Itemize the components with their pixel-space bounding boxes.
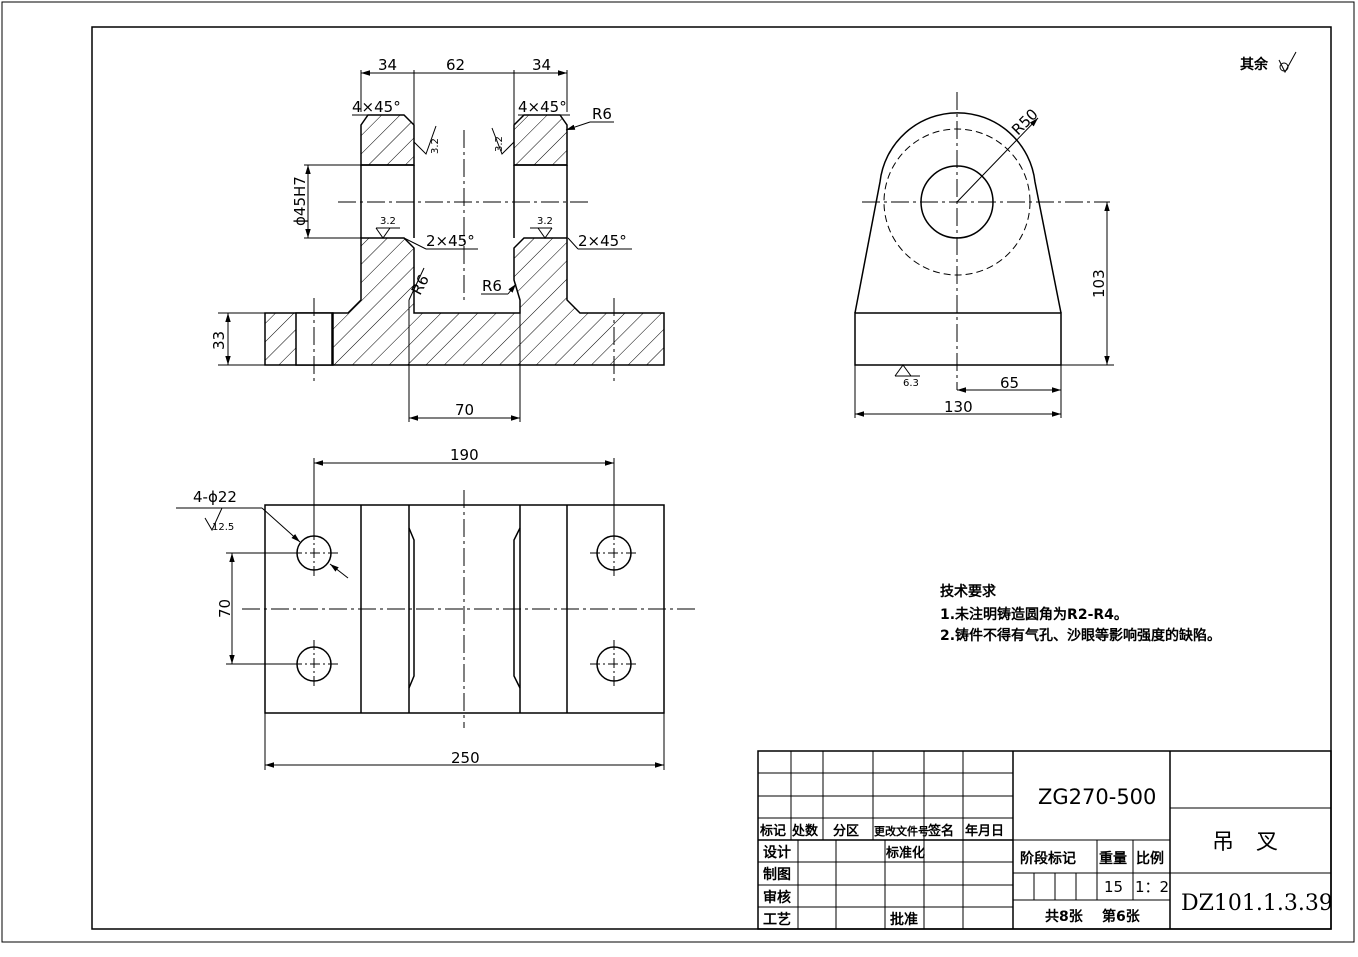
tb-row-label: 工艺 [763, 911, 791, 928]
front-section-right [513, 114, 568, 166]
tb-header: 标记 [759, 823, 786, 839]
leader-line [565, 121, 591, 131]
dim-side-half-width: 65 [1000, 374, 1019, 392]
tb-drawing-number: DZ101.1.3.39 [1181, 891, 1333, 916]
tech-item: 1.未注明铸造圆角为R2-R4。 [940, 606, 1128, 623]
dim-hole-spacing-y: 70 [216, 599, 234, 618]
roughness-mark: 3.2 [413, 125, 441, 155]
tb-header: 处数 [791, 823, 819, 839]
leader-line [408, 267, 425, 301]
dim-holes: 4-ϕ22 [193, 488, 237, 506]
tb-row-label: 制图 [763, 866, 791, 883]
dim-radius-top: R6 [592, 105, 612, 123]
roughness-mark: 12.5 [204, 507, 234, 533]
tb-header: 更改文件号 [874, 824, 929, 838]
tb-scale-label: 比例 [1136, 850, 1164, 867]
tb-stage-mark: 阶段标记 [1020, 850, 1076, 867]
tb-material: ZG270-500 [1038, 785, 1156, 809]
dim-w-mid: 62 [446, 56, 465, 74]
top-slot-left [408, 527, 415, 689]
dim-radius-low-right: R6 [482, 277, 502, 295]
dim-width-slot: 70 [455, 401, 474, 419]
tb-header: 分区 [833, 823, 859, 839]
dim-chamfer-top-right: 4×45° [518, 98, 567, 116]
svg-text:6.3: 6.3 [903, 378, 919, 389]
bolt-hole [590, 640, 638, 688]
roughness-symbol-icon [1278, 51, 1297, 74]
svg-text:3.2: 3.2 [537, 216, 553, 227]
tb-header: 年月日 [965, 823, 1004, 839]
dim-side-width: 130 [944, 398, 973, 416]
leader-line [567, 237, 579, 250]
dim-height-base: 33 [210, 331, 228, 350]
tb-row-label: 设计 [763, 844, 791, 861]
dim-w-left: 34 [378, 56, 397, 74]
tb-sheet-no: 第6张 [1102, 908, 1141, 925]
tech-requirements: 技术要求 1.未注明铸造圆角为R2-R4。 2.铸件不得有气孔、沙眼等影响强度的… [940, 583, 1221, 644]
roughness-mark: 3.2 [375, 216, 400, 239]
bolt-hole [292, 640, 338, 688]
side-base [854, 312, 1062, 366]
svg-text:其余: 其余 [1240, 56, 1269, 73]
tb-weight: 15 [1104, 878, 1123, 896]
tb-sheets-total: 共8张 [1045, 908, 1084, 925]
leader-line [956, 117, 1039, 203]
tb-part-name: 吊 叉 [1212, 830, 1278, 855]
tech-title: 技术要求 [940, 583, 997, 600]
roughness-mark: 6.3 [894, 364, 920, 389]
bolt-hole [292, 530, 338, 576]
dim-length: 250 [451, 749, 480, 767]
tb-scale: 1：2 [1135, 878, 1169, 896]
leader-line [329, 563, 349, 579]
bolt-hole [590, 530, 638, 576]
dim-side-radius: R50 [1008, 105, 1042, 139]
dim-w-right: 34 [532, 56, 551, 74]
dim-chamfer-mid-right: 2×45° [578, 232, 627, 250]
tb-header: 签名 [927, 823, 954, 839]
dim-side-height: 103 [1090, 269, 1108, 298]
top-view: 190 4-ϕ22 12.5 70 250 [176, 446, 698, 770]
title-block-text: 标记 处数 分区 更改文件号 签名 年月日 设计 制图 审核 工艺 标准化 批准… [759, 785, 1333, 928]
tb-approve: 批准 [890, 911, 918, 928]
tb-weight-label: 重量 [1099, 850, 1127, 867]
svg-text:3.2: 3.2 [430, 138, 441, 154]
leader-line [507, 283, 517, 295]
general-roughness-note: 其余 [1240, 51, 1297, 74]
dim-chamfer-mid-left: 2×45° [426, 232, 475, 250]
dim-chamfer-top-left: 4×45° [352, 98, 401, 116]
roughness-mark: 3.2 [491, 127, 515, 155]
tb-standardization: 标准化 [885, 845, 925, 861]
leader-line [261, 507, 301, 543]
side-profile [854, 112, 1062, 314]
sheet-inner-border [91, 26, 1332, 930]
dim-bore: ϕ45H7 [291, 176, 309, 226]
tech-item: 2.铸件不得有气孔、沙眼等影响强度的缺陷。 [940, 627, 1221, 644]
side-view: R50 103 65 130 6.3 [854, 92, 1114, 418]
dim-hole-spacing-x: 190 [450, 446, 479, 464]
front-view: 34 62 34 4×45° 4×45° R6 ϕ45H7 2×45° 2×45… [210, 56, 665, 422]
tb-row-label: 审核 [763, 889, 791, 906]
top-slot-right [513, 527, 521, 689]
svg-text:3.2: 3.2 [494, 136, 505, 152]
svg-text:3.2: 3.2 [380, 216, 396, 227]
roughness-mark: 3.2 [530, 216, 553, 239]
leader-line [403, 237, 427, 250]
svg-text:12.5: 12.5 [212, 522, 234, 533]
title-block [757, 750, 1332, 930]
